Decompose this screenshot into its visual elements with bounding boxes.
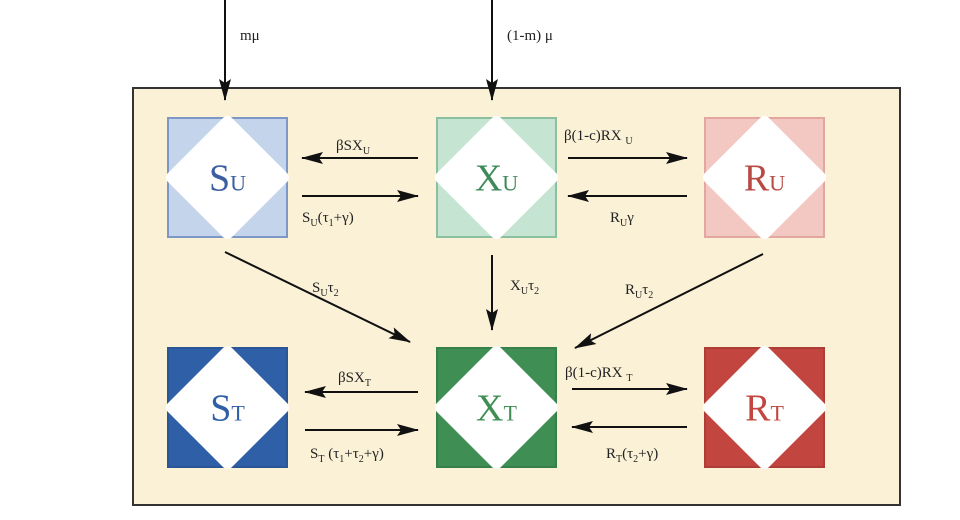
label-subscript: 1 bbox=[329, 218, 334, 229]
label-subscript: T bbox=[318, 454, 324, 465]
node-label: XU bbox=[475, 158, 518, 200]
flow-label: β(1-c)RX T bbox=[565, 365, 632, 384]
label-subscript: U bbox=[625, 136, 633, 147]
diamond-shape bbox=[435, 346, 558, 469]
label-subscript: T bbox=[365, 378, 371, 389]
label-subscript: U bbox=[310, 218, 318, 229]
node-label-sub: U bbox=[769, 171, 785, 196]
node-label-main: X bbox=[475, 158, 502, 200]
node-label-sub: U bbox=[502, 171, 518, 196]
label-text: βSX bbox=[338, 370, 365, 386]
label-text: τ bbox=[528, 278, 534, 294]
label-subscript: 2 bbox=[334, 288, 339, 299]
diamond-shape bbox=[703, 346, 826, 469]
label-text: βSX bbox=[336, 138, 363, 154]
flow-label: RT(τ2+γ) bbox=[606, 446, 658, 465]
flow-label: βSXT bbox=[338, 370, 371, 389]
label-text: β(1-c)RX bbox=[565, 365, 626, 381]
node-label-sub: T bbox=[504, 401, 518, 426]
flow-label: SUτ2 bbox=[312, 280, 339, 299]
node-label-sub: T bbox=[231, 401, 245, 426]
label-subscript: U bbox=[363, 146, 371, 157]
label-text: +τ bbox=[344, 446, 359, 462]
label-subscript: U bbox=[635, 290, 643, 301]
label-text: γ bbox=[626, 210, 634, 226]
node-X-U: XU bbox=[435, 116, 558, 239]
label-subscript: T bbox=[626, 373, 632, 384]
label-text: +γ) bbox=[364, 446, 384, 462]
label-subscript: 2 bbox=[534, 286, 539, 297]
label-subscript: U bbox=[521, 286, 529, 297]
node-S-U: SU bbox=[166, 116, 289, 239]
node-label-main: R bbox=[744, 158, 770, 200]
flow-label: XUτ2 bbox=[510, 278, 539, 297]
node-label: SU bbox=[209, 158, 246, 200]
label-subscript: U bbox=[320, 288, 328, 299]
node-label-main: X bbox=[476, 388, 503, 430]
diamond-shape bbox=[166, 116, 289, 239]
node-label: RU bbox=[744, 158, 785, 200]
node-label: RT bbox=[745, 388, 784, 430]
node-S-T: ST bbox=[166, 346, 289, 469]
label-text: S bbox=[310, 446, 318, 462]
label-subscript: U bbox=[620, 218, 628, 229]
flow-label: SU(τ1+γ) bbox=[302, 210, 354, 229]
label-subscript: T bbox=[616, 454, 622, 465]
label-text: R bbox=[606, 446, 616, 462]
inflow-label: (1-m) μ bbox=[507, 28, 553, 44]
node-R-U: RU bbox=[703, 116, 826, 239]
label-text: τ bbox=[642, 282, 648, 298]
label-subscript: 2 bbox=[648, 290, 653, 301]
label-text: (τ bbox=[318, 210, 329, 226]
node-label-sub: T bbox=[770, 401, 784, 426]
flow-label: ST (τ1+τ2+γ) bbox=[310, 446, 384, 465]
label-text: R bbox=[610, 210, 620, 226]
flow-label: RUτ2 bbox=[625, 282, 653, 301]
diamond-shape bbox=[166, 346, 289, 469]
node-label: XT bbox=[476, 388, 517, 430]
node-label-sub: U bbox=[230, 171, 246, 196]
node-R-T: RT bbox=[703, 346, 826, 469]
node-X-T: XT bbox=[435, 346, 558, 469]
label-subscript: 2 bbox=[359, 454, 364, 465]
flow-arrow-SU-tau2 bbox=[224, 251, 411, 343]
diamond-shape bbox=[435, 116, 558, 239]
flow-label: βSXU bbox=[336, 138, 371, 157]
label-text: mμ bbox=[240, 28, 260, 44]
node-label-main: S bbox=[210, 388, 231, 430]
label-text: R bbox=[625, 282, 635, 298]
node-label-main: R bbox=[745, 388, 771, 430]
label-subscript: 2 bbox=[633, 454, 638, 465]
label-subscript: 1 bbox=[339, 454, 344, 465]
flow-label: β(1-c)RX U bbox=[564, 128, 633, 147]
flow-arrow-RU-tau2 bbox=[574, 253, 764, 349]
label-text: β(1-c)RX bbox=[564, 128, 625, 144]
label-text: S bbox=[312, 280, 320, 296]
flow-label: RUγ bbox=[610, 210, 634, 229]
label-text: +γ) bbox=[334, 210, 354, 226]
label-text: (1-m) μ bbox=[507, 28, 553, 44]
inflow-label: mμ bbox=[240, 28, 260, 44]
label-text: (τ bbox=[324, 446, 339, 462]
label-text: S bbox=[302, 210, 310, 226]
label-text: X bbox=[510, 278, 521, 294]
label-text: τ bbox=[328, 280, 334, 296]
label-text: (τ bbox=[622, 446, 633, 462]
node-label-main: S bbox=[209, 158, 230, 200]
label-text: +γ) bbox=[638, 446, 658, 462]
node-label: ST bbox=[210, 388, 245, 430]
diamond-shape bbox=[703, 116, 826, 239]
